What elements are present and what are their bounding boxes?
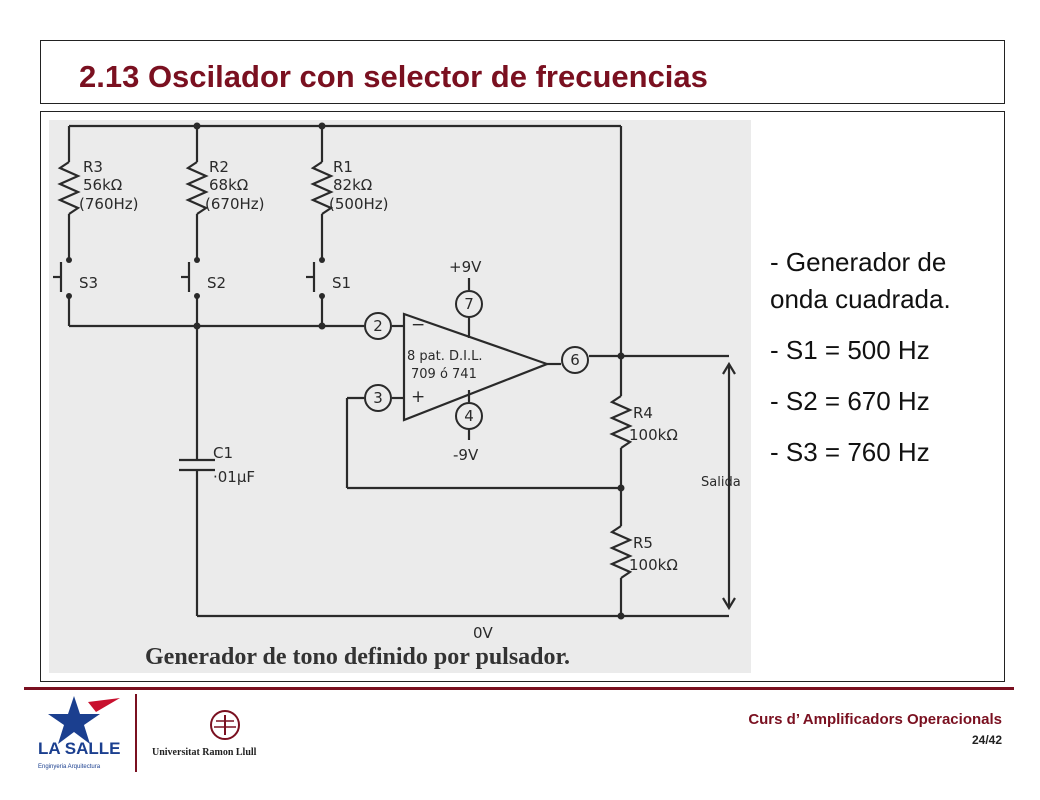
supply-negative: -9V [453, 446, 479, 464]
r4-value: 100kΩ [629, 426, 678, 444]
pin-4-label: 4 [464, 407, 474, 425]
pin-6-label: 6 [570, 351, 580, 369]
r3-value: 56kΩ [83, 176, 122, 194]
pin-7-circle [455, 290, 483, 318]
opamp-package: 8 pat. D.I.L. [407, 349, 482, 364]
r5-name: R5 [633, 534, 653, 552]
logo-text: LA SALLE [38, 739, 120, 758]
bullet-item: - S3 = 760 Hz [770, 437, 930, 467]
opamp-plus: + [411, 387, 425, 407]
title-box: 2.13 Oscilador con selector de frecuenci… [40, 40, 1005, 104]
opamp-minus: − [411, 315, 425, 335]
figure-caption: Generador de tono definido por pulsador. [145, 644, 570, 670]
r4-name: R4 [633, 404, 653, 422]
pin-7-label: 7 [464, 295, 474, 313]
r1-value: 82kΩ [333, 176, 372, 194]
footer-divider [135, 694, 137, 772]
pin-circles [364, 290, 589, 430]
c1-name: C1 [213, 444, 233, 462]
university-name: Universitat Ramon Llull [152, 747, 257, 758]
r2-value: 68kΩ [209, 176, 248, 194]
tree-emblem-icon [210, 710, 240, 740]
pin-3-label: 3 [373, 389, 383, 407]
output-label: Salida [701, 475, 741, 490]
footer-rule [24, 687, 1014, 690]
bullet-item: - S1 = 500 Hz [770, 335, 930, 365]
logo-subtext: Enginyeria Arquitectura [38, 764, 101, 770]
r5-value: 100kΩ [629, 556, 678, 574]
pin-2-circle [364, 312, 392, 340]
ground-label: 0V [473, 624, 494, 642]
pin-2-label: 2 [373, 317, 383, 335]
slide-title: 2.13 Oscilador con selector de frecuenci… [79, 59, 708, 94]
r3-freq: (760Hz) [79, 195, 139, 213]
schematic-background [49, 120, 751, 673]
oscillator-schematic: 2 3 4 6 7 R3 56kΩ (760Hz) R2 68kΩ (670Hz… [49, 120, 751, 673]
star-icon [48, 696, 100, 744]
lasalle-logo: LA SALLE Enginyeria Arquitectura [38, 696, 120, 770]
r1-name: R1 [333, 158, 353, 176]
pin-4-circle [455, 402, 483, 430]
r2-name: R2 [209, 158, 229, 176]
r1-freq: (500Hz) [329, 195, 389, 213]
s3-label: S3 [79, 274, 98, 292]
r3-name: R3 [83, 158, 103, 176]
pin-6-circle [561, 346, 589, 374]
page-number: 24/42 [971, 733, 1002, 747]
course-name: Curs d’ Amplificadors Operacionals [748, 711, 1002, 728]
s1-label: S1 [332, 274, 351, 292]
swoosh-icon [88, 698, 120, 712]
content-box [40, 111, 1005, 682]
c1-value: ·01µF [213, 468, 255, 486]
bullet-list: - Generador de onda cuadrada. - S1 = 500… [770, 244, 995, 485]
bullet-item: - S2 = 670 Hz [770, 386, 930, 416]
schematic-nodes [66, 122, 625, 620]
schematic-wires [53, 124, 736, 618]
supply-positive: +9V [449, 258, 482, 276]
s2-label: S2 [207, 274, 226, 292]
opamp-model: 709 ó 741 [411, 367, 477, 382]
url-logo: Universitat Ramon Llull [152, 710, 257, 758]
r2-freq: (670Hz) [205, 195, 265, 213]
bullet-item: - Generador de onda cuadrada. [770, 247, 951, 314]
pin-3-circle [364, 384, 392, 412]
